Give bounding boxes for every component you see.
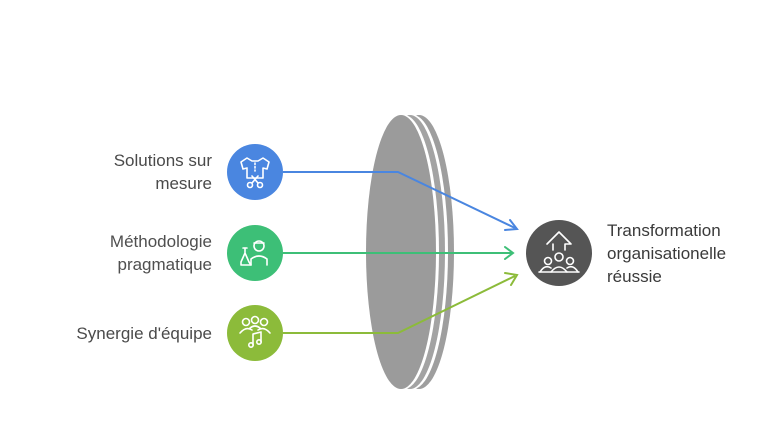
label-transformation: Transformation organisationelle réussie bbox=[607, 219, 726, 288]
tailored-shirt-scissors-icon bbox=[240, 157, 270, 189]
node-synergie-equipe bbox=[227, 305, 283, 361]
label-line: Synergie d'équipe bbox=[76, 324, 212, 343]
label-line: Solutions sur bbox=[113, 151, 212, 170]
team-music-icon bbox=[239, 315, 271, 348]
arrowhead-solutions bbox=[504, 219, 519, 231]
arrowhead-synergie bbox=[504, 272, 519, 286]
scientist-flask-icon bbox=[240, 240, 268, 266]
label-solutions-sur-mesure: Solutions sur mesure bbox=[114, 149, 212, 195]
node-methodologie-pragmatique bbox=[227, 225, 283, 281]
connector-solutions bbox=[283, 171, 516, 229]
node-solutions-sur-mesure bbox=[227, 144, 283, 200]
label-line: Méthodologie bbox=[109, 232, 212, 251]
label-line: pragmatique bbox=[117, 255, 212, 274]
label-line: organisationelle bbox=[607, 244, 727, 263]
arrowhead-methodologie bbox=[504, 246, 515, 260]
label-synergie-equipe: Synergie d'équipe bbox=[76, 322, 212, 345]
connector-lines bbox=[283, 171, 519, 334]
label-line: réussie bbox=[607, 267, 662, 286]
label-methodologie-pragmatique: Méthodologie pragmatique bbox=[110, 230, 212, 276]
label-line: Transformation bbox=[607, 221, 721, 240]
connector-synergie bbox=[283, 275, 516, 334]
growth-team-arrow-icon bbox=[538, 231, 580, 273]
label-line: mesure bbox=[155, 174, 212, 193]
node-transformation bbox=[526, 220, 592, 286]
